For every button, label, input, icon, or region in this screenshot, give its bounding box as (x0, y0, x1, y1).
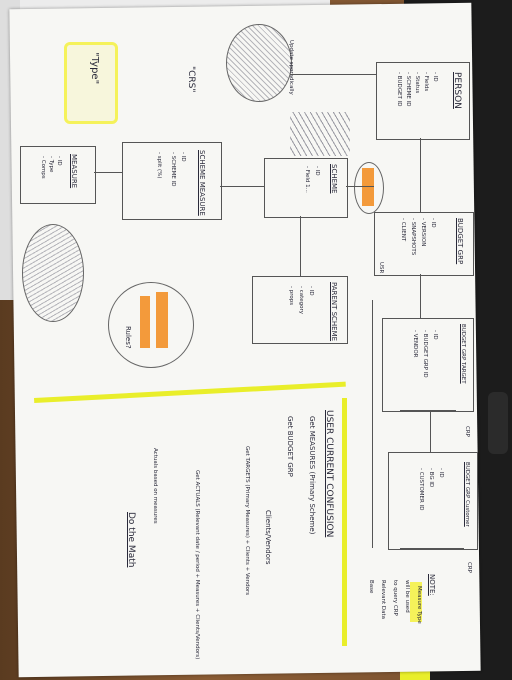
confusion-item: Get MEASURES (Primary Scheme) (308, 416, 316, 535)
usr-label: USR (378, 262, 384, 274)
update-scribble-circle (226, 24, 292, 102)
measure-field: - ID (56, 156, 62, 166)
zigzag-scribble (290, 112, 350, 156)
budget-grp-title: BUDGET GRP (456, 218, 464, 265)
scheme-measure-field: - ID (180, 152, 186, 162)
note-text: Relevant Data (380, 580, 386, 620)
scheme-measure-field: - SCHEME ID (170, 152, 176, 187)
person-field: - Status (414, 72, 420, 94)
crs-note: "CRS" (186, 66, 196, 93)
person-box (376, 62, 470, 140)
confusion-item: Do the Math (126, 512, 136, 568)
budget-grp-customer-field: - BG ID (428, 468, 434, 488)
crp-label: CRP (464, 426, 470, 437)
budget-grp-customer-field: - CUSTOMER ID (418, 468, 424, 511)
confusion-item: Clients/Vendors (264, 510, 272, 565)
type-note-box (64, 42, 118, 124)
confusion-heading: USER CURRENT CONFUSION (324, 410, 334, 538)
budget-grp-field: - VERSION (420, 218, 426, 247)
confusion-item: Get BUDGET GRP (286, 416, 294, 477)
person-field: - SCHEME ID (405, 72, 411, 107)
connector-line (400, 410, 456, 411)
connector-line (420, 274, 421, 318)
budget-grp-target-title: BUDGET GRP TARGET (460, 324, 466, 384)
budget-bracket (372, 300, 373, 548)
rules-orange-2 (140, 296, 150, 348)
measure-box (20, 146, 96, 204)
parent-scheme-field: - category (298, 286, 304, 315)
connector-line (220, 186, 264, 187)
connector-line (430, 410, 431, 452)
rules-orange-1 (156, 292, 168, 348)
budget-grp-field: - CLIENT (400, 218, 406, 242)
budget-grp-field: - SNAPSHOTS (410, 218, 416, 256)
rules-note: Rules? (124, 326, 132, 349)
budget-grp-customer-title: BUDGET GRP Customer (464, 462, 470, 527)
budget-grp-customer-field: - ID (438, 468, 444, 478)
person-field: - BUDGET ID (396, 72, 402, 107)
budget-grp-field: - ID (430, 218, 436, 228)
scheme-title: SCHEME (330, 164, 338, 194)
parent-scheme-field: - ID (308, 286, 314, 296)
monitor-clip (488, 392, 508, 454)
yellow-divider-vertical (342, 398, 347, 646)
scheme-measure-box (122, 142, 222, 220)
parent-scheme-title: PARENT SCHEME (330, 282, 338, 342)
connector-line (290, 74, 376, 75)
parent-scheme-field: - props (288, 286, 294, 306)
scheme-measure-field: - split (%) (156, 152, 162, 179)
note-label: NOTE: (428, 574, 436, 596)
confusion-item: Get TARGETS (Primary Measures) + Clients… (244, 446, 250, 596)
connector-line (420, 138, 421, 212)
connector-line (94, 172, 122, 173)
budget-grp-target-field: - BUDGET GRP ID (422, 330, 428, 378)
note-text: Measure Type (416, 586, 422, 624)
measure-field: - Type (48, 156, 54, 173)
note-highlight (410, 582, 422, 622)
scheme-field: - Field 1... (304, 166, 310, 193)
update-note: Update sporadically (288, 40, 294, 95)
budget-grp-customer-box (388, 452, 478, 550)
confusion-item: Get ACTUALS (Relevant date / period + Me… (194, 470, 200, 660)
confusion-item: Actuals based on measures (152, 448, 158, 524)
note-text: Base (368, 580, 374, 594)
budget-grp-box (374, 212, 474, 276)
scheme-field: - ID (314, 166, 320, 176)
budget-grp-target-field: - VENDOR (412, 330, 418, 358)
budget-grp-target-field: - ID (432, 330, 438, 340)
connector-line (400, 548, 464, 549)
scheme-measure-title: SCHEME MEASURE (198, 150, 206, 216)
rules-circle (108, 282, 194, 368)
connector-line (346, 186, 374, 187)
crp-label: CRP (466, 562, 472, 573)
budget-grp-target-box (382, 318, 474, 412)
type-note: "Type" (89, 52, 100, 85)
parent-scheme-box (252, 276, 348, 344)
scheme-orange-fill (362, 168, 374, 206)
person-field: - ID (432, 72, 438, 82)
person-field: - Fields (423, 72, 429, 92)
connector-line (300, 216, 301, 276)
measure-field: - Comps (40, 156, 46, 179)
scheme-box (264, 158, 348, 218)
measure-scribble-circle (22, 224, 84, 322)
note-text: will be used (404, 580, 410, 613)
person-title: PERSON (452, 72, 462, 109)
note-text: to query CRP (392, 580, 398, 616)
scheme-orange-circle (354, 162, 384, 214)
measure-title: MEASURE (70, 154, 78, 189)
